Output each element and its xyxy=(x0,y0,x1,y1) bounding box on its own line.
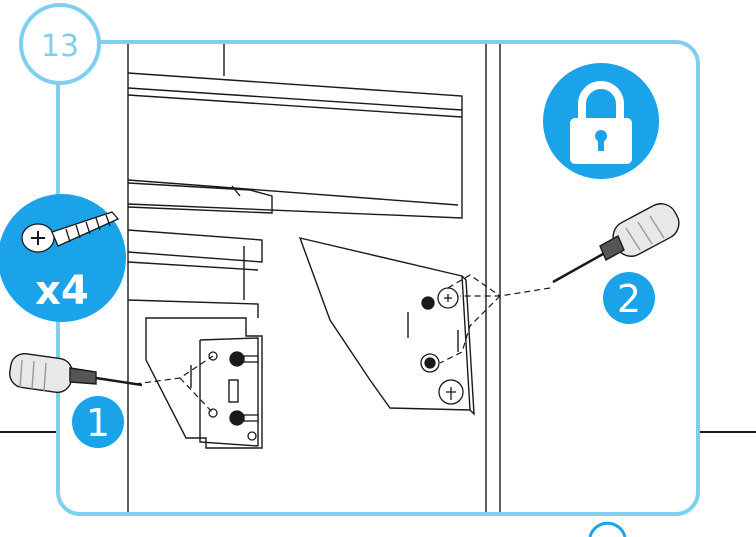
decor-arc xyxy=(590,523,625,537)
bracket-screws-right xyxy=(421,288,463,404)
callout-1-label: 1 xyxy=(86,401,110,445)
bracket-screws-left xyxy=(209,352,258,440)
cabinet-illustration xyxy=(128,44,500,512)
callout-2-label: 2 xyxy=(617,277,641,321)
screwdriver-icon-2 xyxy=(553,198,684,282)
step-number: 13 xyxy=(41,29,79,64)
screw-guides xyxy=(135,275,550,413)
screw-quantity-label: x4 xyxy=(35,268,89,314)
screwdriver-icon-1 xyxy=(8,352,142,394)
padlock-badge xyxy=(543,63,659,179)
